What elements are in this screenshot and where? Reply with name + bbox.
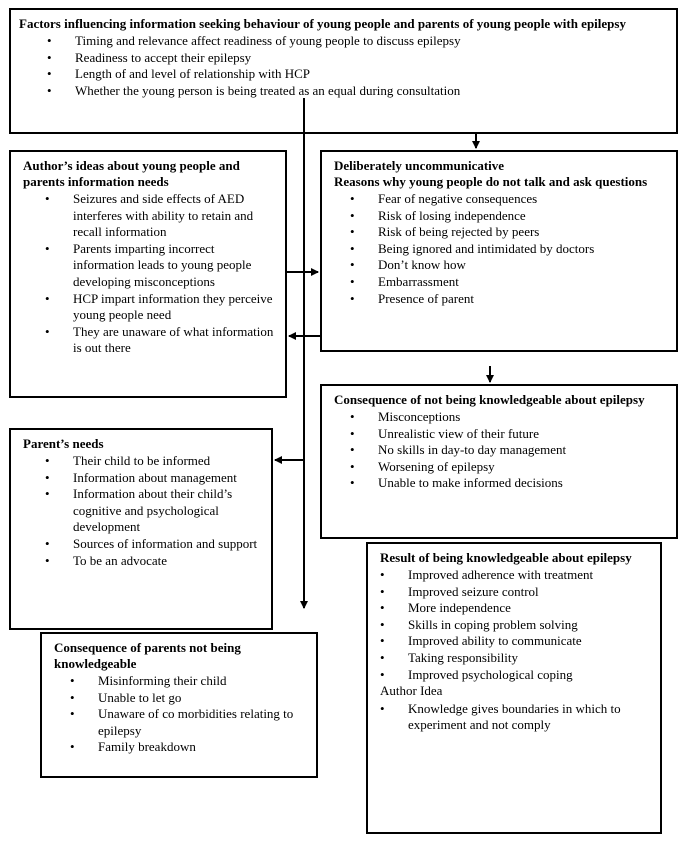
uncommunicative-subtitle: Reasons why young people do not talk and… [334,174,648,189]
list-item: More independence [380,600,652,617]
result-title: Result of being knowledgeable about epil… [380,550,632,565]
list-item: Family breakdown [70,739,308,756]
not-knowledgeable-title: Consequence of not being knowledgeable a… [334,392,645,407]
author-idea-list: Knowledge gives boundaries in which to e… [380,701,652,734]
list-item: They are unaware of what information is … [45,324,277,357]
list-item: No skills in day-to day management [350,442,668,459]
author-idea-label: Author Idea [380,683,443,699]
list-item: Taking responsibility [380,650,652,667]
list-item: Information about management [45,470,263,487]
list-item: Improved ability to communicate [380,633,652,650]
list-item: Embarrassment [350,274,666,291]
list-item: Improved seizure control [380,584,652,601]
list-item: Whether the young person is being treate… [47,83,666,100]
parents-not-knowledgeable-title: Consequence of parents not being knowled… [54,640,241,671]
parents-needs-title: Parent’s needs [23,436,104,451]
parents-needs-box: Parent’s needs Their child to be informe… [9,428,273,630]
list-item: Risk of being rejected by peers [350,224,666,241]
list-item: Unrealistic view of their future [350,426,668,443]
list-item: Timing and relevance affect readiness of… [47,33,666,50]
list-item: Misinforming their child [70,673,308,690]
list-item: Length of and level of relationship with… [47,66,666,83]
factors-title: Factors influencing information seeking … [19,16,626,31]
list-item: Unable to let go [70,690,308,707]
not-knowledgeable-list: Misconceptions Unrealistic view of their… [334,409,668,492]
list-item: Presence of parent [350,291,666,308]
list-item: Misconceptions [350,409,668,426]
list-item: Information about their child’s cognitiv… [45,486,263,536]
list-item: Being ignored and intimidated by doctors [350,241,666,258]
list-item: Worsening of epilepsy [350,459,668,476]
result-list: Improved adherence with treatment Improv… [380,567,652,683]
list-item: Don’t know how [350,257,666,274]
parents-needs-list: Their child to be informed Information a… [23,453,263,569]
authors-ideas-title: Author’s ideas about young people and pa… [23,158,240,189]
list-item: Improved psychological coping [380,667,652,684]
list-item: Their child to be informed [45,453,263,470]
uncommunicative-box: Deliberately uncommunicative Reasons why… [320,150,678,352]
list-item: To be an advocate [45,553,263,570]
list-item: Readiness to accept their epilepsy [47,50,666,67]
parents-not-knowledgeable-list: Misinforming their child Unable to let g… [54,673,308,756]
list-item: Skills in coping problem solving [380,617,652,634]
list-item: Sources of information and support [45,536,263,553]
authors-ideas-list: Seizures and side effects of AED interfe… [23,191,277,357]
list-item: Fear of negative consequences [350,191,666,208]
parents-not-knowledgeable-box: Consequence of parents not being knowled… [40,632,318,778]
list-item: Seizures and side effects of AED interfe… [45,191,277,241]
factors-box: Factors influencing information seeking … [9,8,678,134]
list-item: Unaware of co morbidities relating to ep… [70,706,308,739]
authors-ideas-box: Author’s ideas about young people and pa… [9,150,287,398]
list-item: Risk of losing independence [350,208,666,225]
factors-list: Timing and relevance affect readiness of… [19,33,666,99]
not-knowledgeable-box: Consequence of not being knowledgeable a… [320,384,678,539]
result-box: Result of being knowledgeable about epil… [366,542,662,834]
list-item: Improved adherence with treatment [380,567,652,584]
uncommunicative-list: Fear of negative consequences Risk of lo… [334,191,666,307]
list-item: Unable to make informed decisions [350,475,668,492]
list-item: Parents imparting incorrect information … [45,241,277,291]
list-item: HCP impart information they perceive you… [45,291,277,324]
list-item: Knowledge gives boundaries in which to e… [380,701,652,734]
uncommunicative-title: Deliberately uncommunicative [334,158,505,173]
